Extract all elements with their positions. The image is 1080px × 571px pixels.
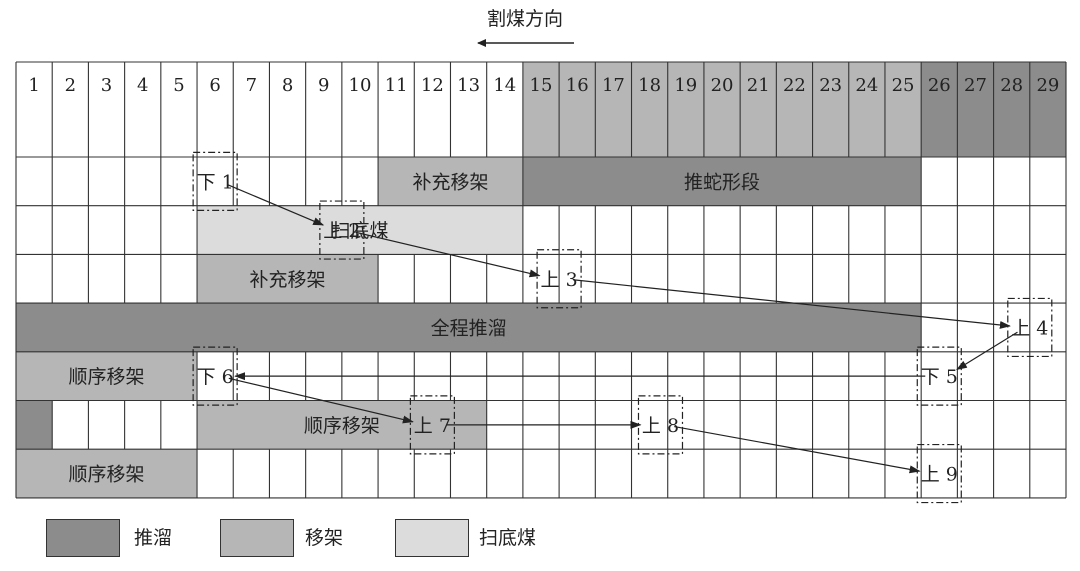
column-number: 8: [282, 75, 293, 96]
activity-bar-label: 顺序移架: [69, 464, 145, 486]
legend-label-sweep: 扫底煤: [479, 527, 537, 549]
legend-swatch-move: [220, 519, 294, 557]
activity-bar-4: [16, 303, 922, 352]
activity-bar-6: [16, 400, 53, 450]
column-number: 1: [28, 75, 39, 96]
step-marker-m9: 上 9: [916, 443, 962, 504]
activity-bar-label: 推蛇形段: [684, 171, 760, 193]
column-number: 23: [819, 75, 842, 96]
column-number: 12: [421, 75, 444, 96]
step-marker-m3: 上 3: [536, 249, 582, 309]
sequence-arrow-1: [227, 184, 325, 226]
step-marker-label: 下 1: [197, 171, 234, 193]
column-number: 24: [855, 75, 878, 96]
step-marker-box: [1007, 297, 1053, 358]
step-marker-box: [409, 395, 455, 455]
cutting-direction-arrow-icon: [477, 39, 574, 47]
column-number: 11: [385, 75, 408, 96]
column-number: 17: [602, 75, 625, 96]
step-marker-box: [192, 346, 238, 406]
column-number: 16: [566, 75, 589, 96]
column-number: 7: [246, 75, 257, 96]
column-number: 25: [892, 75, 915, 96]
step-marker-m6: 下 6: [192, 346, 238, 406]
column-number: 4: [137, 75, 148, 96]
step-marker-m7: 上 7: [409, 395, 455, 455]
column-number: 9: [318, 75, 329, 96]
activity-bar-label: 全程推溜: [431, 317, 507, 339]
step-marker-box: [319, 200, 365, 260]
step-marker-label: 下 5: [921, 366, 958, 388]
column-number: 15: [530, 75, 553, 96]
cutting-direction-label: 割煤方向: [486, 8, 563, 30]
column-number: 27: [964, 75, 987, 96]
step-marker-box: [916, 443, 962, 504]
activity-bar-label: 顺序移架: [304, 415, 380, 437]
sequence-arrow-6: [228, 377, 414, 424]
column-number: 13: [457, 75, 480, 96]
activity-bar-label: 顺序移架: [69, 366, 145, 388]
step-marker-m8: 上 8: [637, 395, 684, 455]
activity-bar-2: [197, 205, 523, 255]
step-marker-box: [192, 151, 238, 211]
activity-bar-1: [522, 157, 922, 206]
step-markers-layer: 下 1 上 2 上 3 上 4 下 5 下 6 上 7 上 8 上 9: [192, 151, 1053, 504]
step-marker-m5: 下 5: [916, 346, 962, 406]
legend-label-push: 推溜: [134, 527, 173, 549]
column-number: 21: [747, 75, 770, 96]
sequence-arrow-2: [355, 231, 541, 278]
column-number: 19: [674, 75, 697, 96]
activity-bar-7: [197, 400, 487, 450]
step-marker-label: 上 2: [323, 220, 360, 242]
cell-shading-layer: [16, 62, 1066, 498]
step-marker-box: [637, 395, 684, 455]
column-number: 26: [928, 75, 951, 96]
sequence-arrow-8: [674, 425, 921, 474]
column-number: 29: [1036, 75, 1059, 96]
column-number: 22: [783, 75, 806, 96]
activity-bar-label: 补充移架: [250, 269, 326, 291]
column-number: 3: [101, 75, 112, 96]
activity-bar-5: [16, 351, 198, 401]
step-marker-box: [536, 249, 582, 309]
activity-bar-0: [378, 157, 523, 206]
legend-label-move: 移架: [305, 527, 344, 549]
step-marker-m1: 下 1: [192, 151, 238, 211]
step-marker-label: 上 7: [414, 415, 451, 437]
column-number: 14: [493, 75, 516, 96]
legend-swatch-push: [46, 519, 120, 557]
column-number: 18: [638, 75, 661, 96]
activity-bar-8: [16, 449, 198, 498]
legend-swatch-sweep: [395, 519, 469, 557]
step-marker-box: [916, 346, 962, 406]
step-marker-label: 下 6: [197, 366, 234, 388]
step-marker-label: 上 8: [642, 415, 679, 437]
column-number: 2: [65, 75, 76, 96]
sequence-arrows-layer: [227, 184, 1018, 474]
column-number: 5: [173, 75, 184, 96]
activity-bar-label: 补充移架: [412, 171, 488, 193]
step-marker-label: 上 4: [1011, 317, 1048, 339]
column-number: 28: [1000, 75, 1023, 96]
sequence-arrow-3: [572, 279, 1011, 329]
legend: 推溜 移架 扫底煤: [0, 519, 1080, 563]
step-marker-m4: 上 4: [1007, 297, 1053, 358]
step-marker-m2: 上 2: [319, 200, 365, 260]
step-marker-label: 上 9: [921, 464, 958, 486]
column-number: 6: [209, 75, 220, 96]
column-number: 20: [711, 75, 734, 96]
sequence-arrow-4: [956, 331, 1018, 371]
activity-bar-3: [197, 254, 379, 304]
step-marker-label: 上 3: [541, 269, 578, 291]
column-number: 10: [349, 75, 372, 96]
header-shade-0: [522, 62, 922, 157]
